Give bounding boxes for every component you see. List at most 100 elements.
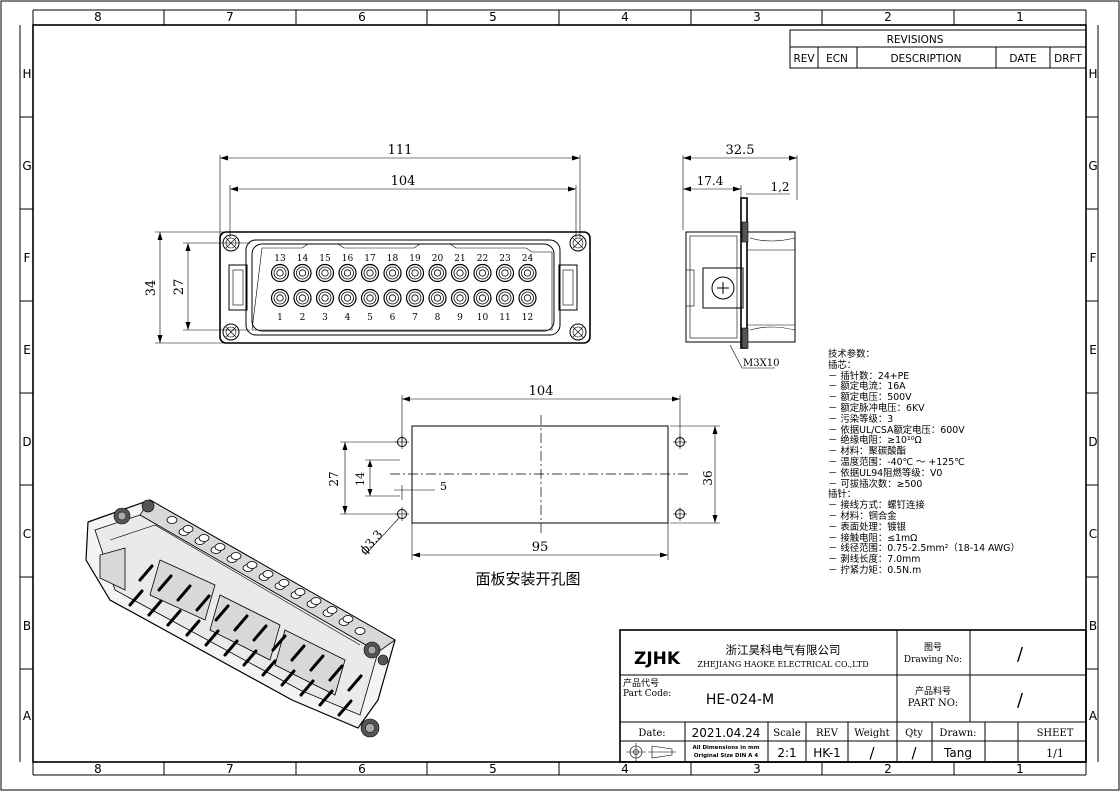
pin-number: 10: [477, 313, 489, 323]
cutout-dim-27: 27: [327, 471, 341, 486]
spec-line: － 污染等级：3: [828, 413, 894, 425]
iso-pin: [280, 669, 296, 687]
pin-socket: [270, 263, 290, 283]
col-label: 8: [94, 762, 102, 776]
col-label: 1: [1016, 10, 1024, 24]
iso-pin: [138, 564, 154, 582]
pin-number: 3: [322, 313, 328, 323]
spec-line: 技术参数：: [828, 349, 875, 360]
spec-line: － 接触电阻：≤1mΩ: [828, 532, 918, 544]
pin-number: 5: [367, 313, 373, 323]
spec-line: － 插针数：24+PE: [828, 370, 910, 382]
spec-line: － 材料：铜合金: [828, 510, 897, 522]
col-label: 7: [226, 10, 234, 24]
spec-line: － 线径范围：0.75-2.5mm²（18-14 AWG）: [828, 543, 1020, 555]
pin-row-bottom: [270, 288, 537, 308]
pin-socket: [293, 263, 312, 283]
drawing-no-label-en: Drawing No:: [904, 655, 962, 665]
pin-number: 16: [342, 254, 354, 264]
col-label: 3: [753, 10, 761, 24]
cutout-dim-95: 95: [532, 540, 549, 555]
pin-number: 21: [454, 254, 465, 264]
iso-pin: [318, 689, 334, 707]
iso-pin: [347, 674, 363, 692]
iso-socket: [342, 615, 354, 623]
row-label: E: [23, 343, 31, 357]
cutout-dim-14: 14: [354, 472, 367, 486]
dim-34: 34: [144, 280, 159, 297]
pin-socket: [450, 263, 470, 283]
iso-socket: [278, 579, 290, 587]
pin-socket: [518, 288, 537, 308]
drawing-no-value: /: [1017, 644, 1024, 665]
panel-cutout: 104 27 14 36 5 95: [327, 384, 720, 588]
iso-pin: [242, 649, 258, 667]
pin-socket: [473, 263, 492, 283]
title-block: ZJHK 浙江昊科电气有限公司 ZHEJIANG HAOKE ELECTRICA…: [619, 629, 1087, 763]
column-dividers: [163, 10, 955, 775]
pin-number: 6: [390, 313, 396, 323]
iso-pin: [128, 589, 144, 607]
ecn-header: ECN: [826, 53, 848, 65]
row-label: E: [1089, 343, 1097, 357]
pin-socket: [315, 263, 335, 283]
spec-line: － 依据UL/CSA额定电压：600V: [828, 424, 965, 436]
spec-line: － 接线方式：螺钉连接: [828, 500, 925, 512]
pin-socket: [270, 288, 290, 308]
iso-pins: [128, 564, 363, 717]
column-labels-top: 8 7 6 5 4 3 2 1: [94, 10, 1024, 24]
col-label: 2: [884, 10, 892, 24]
spec-line: 插针：: [828, 489, 857, 501]
iso-socket: [294, 588, 306, 596]
spec-line: － 材料：聚碳酸酯: [828, 446, 906, 458]
row-label: H: [1088, 67, 1097, 81]
pin-number: 15: [319, 254, 331, 264]
qty-value: /: [911, 744, 917, 762]
pin-number: 7: [412, 313, 418, 323]
iso-pin: [223, 639, 239, 657]
part-code-label-en: Part Code:: [623, 689, 671, 699]
iso-socket: [214, 543, 226, 551]
row-label: B: [23, 619, 31, 633]
part-code-label-cn: 产品代号: [623, 677, 659, 689]
row-label: C: [23, 527, 31, 541]
iso-socket: [182, 525, 194, 533]
col-label: 6: [358, 10, 366, 24]
iso-pin: [233, 614, 249, 632]
date-value: 2021.04.24: [692, 726, 761, 740]
iso-pin: [290, 644, 306, 662]
cutout-dim-36: 36: [701, 470, 715, 485]
pin-socket: [405, 288, 425, 308]
row-label: G: [22, 159, 31, 173]
row-labels-right: H G F E D C B A: [1088, 67, 1098, 723]
pin-socket: [360, 263, 380, 283]
pin-number: 17: [364, 254, 376, 264]
date-header: DATE: [1009, 53, 1036, 65]
spec-line: － 温度范围：-40℃ ～ +125℃: [828, 456, 965, 468]
iso-pin: [204, 629, 220, 647]
iso-pin: [328, 664, 344, 682]
iso-pin: [337, 699, 353, 717]
row-label: D: [22, 435, 31, 449]
pin-socket: [405, 263, 425, 283]
iso-pin: [309, 654, 325, 672]
row-label: C: [1089, 527, 1097, 541]
iso-socket: [354, 627, 366, 635]
pin-socket: [428, 288, 447, 308]
iso-sockets: [166, 516, 366, 635]
row-label: H: [22, 67, 31, 81]
spec-line: － 额定电压：500V: [828, 392, 912, 404]
pin-socket: [495, 288, 515, 308]
pin-number: 14: [297, 254, 309, 264]
part-code-value: HE-024-M: [706, 692, 774, 708]
iso-socket: [230, 552, 242, 560]
iso-socket: [262, 570, 274, 578]
scale-label: Scale: [773, 728, 801, 739]
pin-socket: [428, 263, 447, 283]
corner-screws: [222, 234, 587, 341]
pin-socket: [360, 288, 380, 308]
iso-socket: [326, 606, 338, 614]
units-note-line2: Original Size DIN A 4: [694, 753, 759, 759]
iso-pin: [261, 659, 277, 677]
